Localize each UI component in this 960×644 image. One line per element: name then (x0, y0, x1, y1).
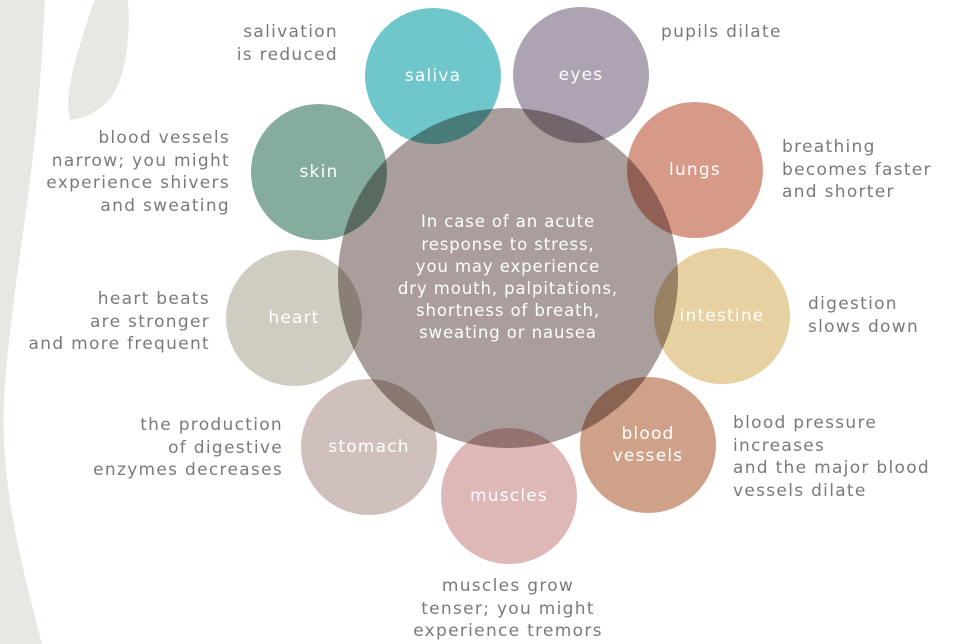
circle-saliva: saliva (365, 8, 501, 144)
circle-intestine: intestine (654, 248, 790, 384)
description-blood-vessels: blood pressure increases and the major b… (733, 413, 930, 501)
circle-muscles: muscles (441, 428, 577, 564)
description-saliva: salivation is reduced (236, 22, 338, 65)
circle-label-heart: heart (268, 308, 320, 328)
circle-label-muscles: muscles (470, 486, 548, 506)
circle-skin: skin (251, 104, 387, 240)
description-stomach: the production of digestive enzymes decr… (93, 415, 283, 480)
circle-label-skin: skin (299, 162, 339, 182)
circle-heart: heart (226, 250, 362, 386)
description-lungs: breathing becomes faster and shorter (782, 137, 932, 202)
circle-label-blood-vessels: blood vessels (612, 424, 684, 466)
circle-stomach: stomach (301, 379, 437, 515)
center-text: In case of an acute response to stress, … (397, 212, 619, 343)
circle-label-intestine: intestine (679, 306, 765, 326)
description-intestine: digestion slows down (808, 294, 920, 337)
circle-label-stomach: stomach (328, 437, 410, 457)
circle-label-saliva: saliva (404, 66, 462, 86)
description-muscles: muscles grow tenser; you might experienc… (413, 576, 603, 641)
circle-label-eyes: eyes (558, 65, 604, 85)
circle-eyes: eyes (513, 7, 649, 143)
circle-blood-vessels: blood vessels (580, 377, 716, 513)
description-heart: heart beats are stronger and more freque… (28, 289, 210, 354)
body-silhouette (0, 0, 129, 644)
circle-label-lungs: lungs (669, 160, 721, 180)
description-eyes: pupils dilate (661, 22, 782, 42)
description-skin: blood vessels narrow; you might experien… (46, 128, 230, 216)
circle-lungs: lungs (627, 102, 763, 238)
